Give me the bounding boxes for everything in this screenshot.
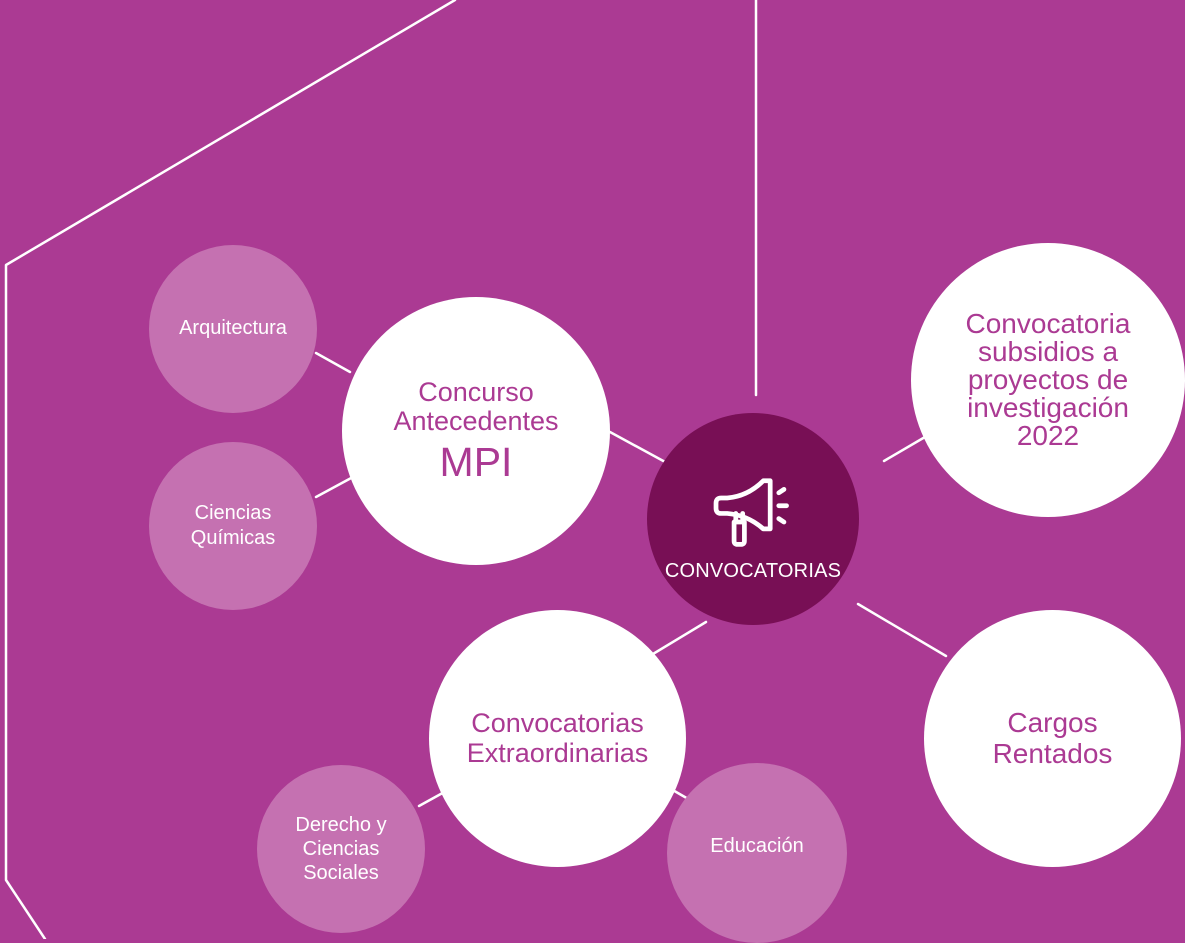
node-cargos-rentados[interactable]: Cargos Rentados — [924, 610, 1181, 867]
node-convocatorias-extraordinarias[interactable]: Convocatorias Extraordinarias — [429, 610, 686, 867]
node-label-line: Convocatorias — [471, 708, 644, 739]
subnode-label-line: Arquitectura — [179, 317, 287, 340]
connector-hub-to-subsidios — [882, 435, 927, 463]
connector-quimicas-to-concurso — [314, 475, 355, 499]
subnode-ciencias-quimicas[interactable]: Ciencias Químicas — [149, 442, 317, 610]
megaphone-icon — [713, 478, 789, 547]
hub-label: CONVOCATORIAS — [664, 560, 842, 583]
node-label-line: Rentados — [992, 737, 1113, 769]
subnode-derecho-ciencias-sociales[interactable]: Derecho y Ciencias Sociales — [257, 765, 425, 933]
node-label-line: Extraordinarias — [466, 737, 649, 768]
node-convocatoria-subsidios[interactable]: Convocatoria subsidios a proyectos de in… — [911, 243, 1185, 517]
subnode-label-line: Sociales — [303, 862, 379, 884]
node-label-line: proyectos de — [967, 364, 1129, 395]
node-label-line: investigación — [967, 392, 1129, 423]
node-concurso-antecedentes-mpi[interactable]: Concurso Antecedentes MPI — [342, 297, 610, 565]
subnode-educacion[interactable]: Educación — [667, 763, 847, 943]
hub-convocatorias[interactable]: CONVOCATORIAS — [647, 413, 859, 625]
node-label-line: subsidios a — [977, 336, 1119, 367]
subnode-arquitectura[interactable]: Arquitectura — [149, 245, 317, 413]
connector-arquitectura-to-concurso — [314, 351, 352, 374]
decorative-hexagon-outline — [4, 0, 457, 939]
connector-hub-to-cargos — [856, 602, 948, 658]
node-label-line: Cargos — [1007, 707, 1098, 739]
node-label-line: MPI — [439, 439, 513, 486]
node-label-line: Antecedentes — [393, 405, 559, 436]
node-label-line: 2022 — [1016, 420, 1080, 451]
subnode-label-line: Educación — [710, 835, 804, 858]
connector-concurso-to-hub — [608, 430, 669, 465]
subnode-label-line: Ciencias — [194, 502, 272, 524]
subnode-label-line: Químicas — [190, 527, 276, 549]
node-label-line: Convocatoria — [965, 308, 1131, 339]
connector-hub-to-extraordinarias — [646, 620, 708, 659]
subnode-label-line: Derecho y — [295, 814, 387, 836]
node-label-line: Concurso — [418, 376, 534, 407]
subnode-label-line: Ciencias — [302, 838, 380, 860]
